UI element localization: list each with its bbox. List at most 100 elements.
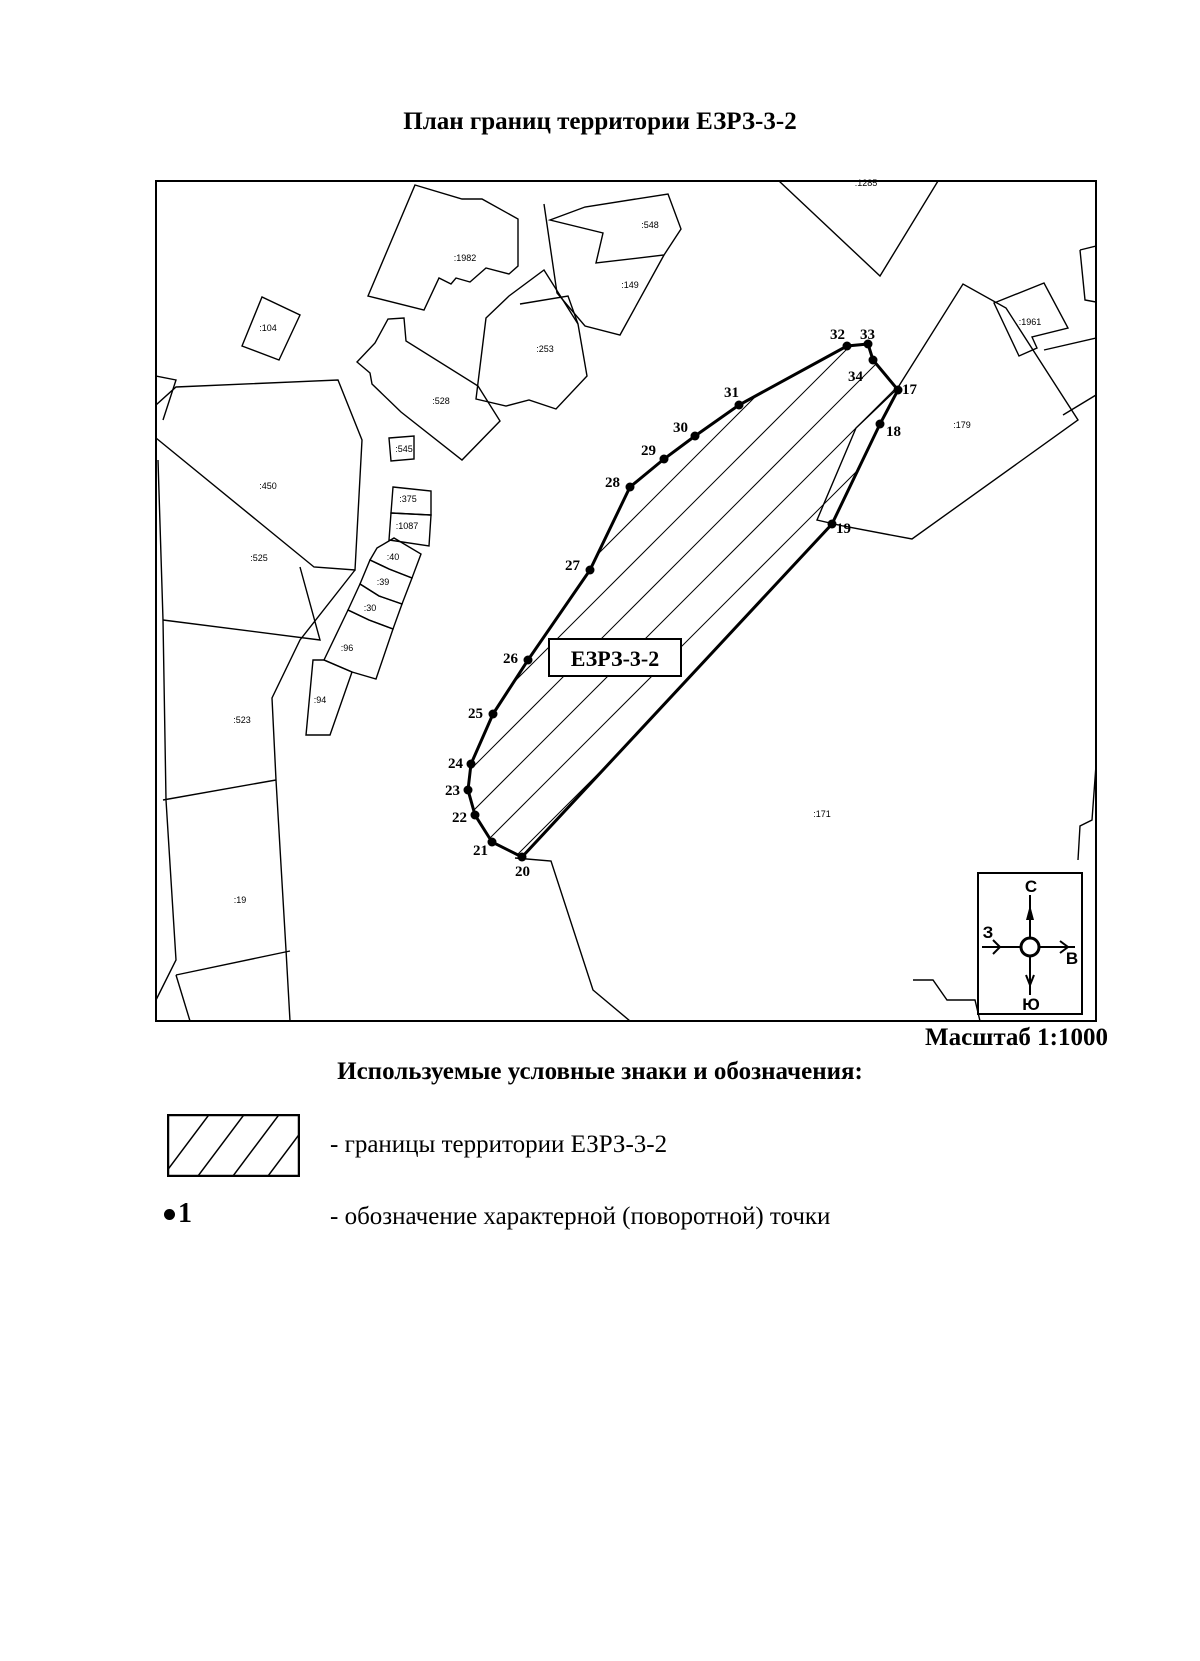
parcel-number: :545 — [395, 444, 413, 454]
boundary-point-dot — [625, 482, 635, 492]
parcel-number: :525 — [250, 553, 268, 563]
parcel-outline — [1079, 245, 1096, 251]
boundary-point-dot — [868, 355, 878, 365]
parcel-number: :19 — [234, 895, 247, 905]
boundary-point-label: 21 — [473, 843, 488, 859]
zone-label: ЕЗРЗ-3-2 — [571, 646, 660, 671]
parcel-outline — [367, 184, 519, 311]
parcel-outline — [388, 512, 432, 547]
boundary-point-dot — [463, 785, 473, 795]
hatch-line — [468, 344, 898, 857]
boundary-point-label: 18 — [886, 424, 901, 440]
boundary-point-label: 20 — [515, 864, 530, 880]
point-dot-icon — [164, 1208, 175, 1220]
boundary-point-dot — [488, 709, 498, 719]
boundary-point-label: 24 — [448, 756, 464, 772]
parcel-outline — [519, 295, 579, 325]
hatch-line — [468, 371, 898, 857]
boundary-point-dot — [585, 565, 595, 575]
boundary-point-dot — [487, 837, 497, 847]
parcel-outline — [475, 268, 588, 410]
parcel-number: :96 — [341, 643, 354, 653]
parcel-outline — [162, 779, 277, 801]
legend-point-marker: 1 — [164, 1198, 192, 1230]
boundary-point-dot — [827, 519, 837, 529]
page-title: План границ территории ЕЗРЗ-3-2 — [403, 108, 797, 135]
parcel-number: :548 — [641, 220, 659, 230]
compass-south: Ю — [1022, 995, 1040, 1014]
parcel-labels: :1285:548:1982:149:104:253:1961:528:179:… — [233, 178, 1041, 905]
boundary-point-label: 26 — [503, 651, 519, 667]
parcel-outline — [162, 566, 321, 641]
boundary-point-label: 32 — [830, 327, 845, 343]
parcel-outline — [355, 317, 501, 461]
compass-east: В — [1066, 949, 1078, 968]
legend-point-label: 1 — [178, 1198, 192, 1229]
boundary-point-label: 23 — [445, 783, 460, 799]
hatch-line — [468, 344, 898, 857]
boundary-point-label: 28 — [605, 475, 620, 491]
parcel-number: :149 — [621, 280, 639, 290]
parcel-outline — [1062, 394, 1096, 416]
boundary-point-dot — [690, 431, 700, 441]
boundary-point-label: 29 — [641, 443, 656, 459]
boundary-point-label: 19 — [836, 521, 851, 537]
parcel-outline — [175, 974, 191, 1021]
map-frame — [155, 180, 1097, 1022]
parcel-outline — [175, 950, 291, 976]
parcel-outline — [816, 283, 1079, 540]
hatch-line — [468, 635, 898, 857]
hatch-line — [468, 344, 898, 853]
parcel-number: :1982 — [454, 253, 477, 263]
parcel-outline — [271, 569, 356, 1021]
parcel-number: :104 — [259, 323, 277, 333]
parcel-outline — [388, 435, 415, 462]
parcel-outline — [778, 181, 939, 278]
parcel-outline — [547, 193, 682, 264]
hatch-line — [468, 503, 898, 857]
boundary-point-label: 34 — [848, 369, 864, 385]
parcel-outline — [993, 282, 1070, 357]
legend-hatch-swatch — [167, 1114, 300, 1177]
parcel-number: :1087 — [396, 521, 419, 531]
parcel-number: :523 — [233, 715, 251, 725]
legend-title: Используемые условные знаки и обозначени… — [337, 1058, 863, 1085]
parcel-number: :1285 — [855, 178, 878, 188]
compass-rose: С Ю З В — [977, 872, 1083, 1015]
boundary-point-dot — [842, 341, 852, 351]
parcel-outline — [323, 609, 394, 680]
parcel-outline — [1079, 249, 1096, 303]
hatch-line — [468, 344, 898, 633]
boundary-point-dot — [517, 852, 527, 862]
boundary-point-label: 22 — [452, 810, 467, 826]
boundary-point-dot — [734, 400, 744, 410]
parcel-number: :253 — [536, 344, 554, 354]
legend-text-point: - обозначение характерной (поворотной) т… — [330, 1203, 831, 1230]
parcel-outline — [913, 979, 981, 1021]
parcel-number: :30 — [364, 603, 377, 613]
boundary-point-label: 31 — [724, 385, 739, 401]
zone-label-box: ЕЗРЗ-3-2 — [548, 638, 682, 677]
hatch-line — [468, 344, 898, 857]
parcel-number: :171 — [813, 809, 831, 819]
boundary-point-dot — [466, 759, 476, 769]
parcel-outline — [156, 379, 363, 571]
parcel-outline — [543, 203, 665, 336]
hatch-line — [468, 344, 898, 721]
hatch-line — [468, 344, 898, 545]
parcel-outline — [156, 375, 177, 421]
boundary-point-label: 30 — [673, 420, 688, 436]
parcel-outline — [241, 296, 301, 361]
parcel-lines — [156, 181, 1096, 1021]
parcel-number: :1961 — [1019, 317, 1042, 327]
hatch-line — [468, 459, 898, 857]
parcel-number: :39 — [377, 577, 390, 587]
boundary-point-label: 27 — [565, 558, 581, 574]
hatch-line — [468, 679, 898, 857]
boundary-point-label: 33 — [860, 327, 875, 343]
scale-text: Масштаб 1:1000 — [925, 1024, 1108, 1051]
boundary-point-dot — [470, 810, 480, 820]
parcel-outline — [156, 459, 177, 1001]
